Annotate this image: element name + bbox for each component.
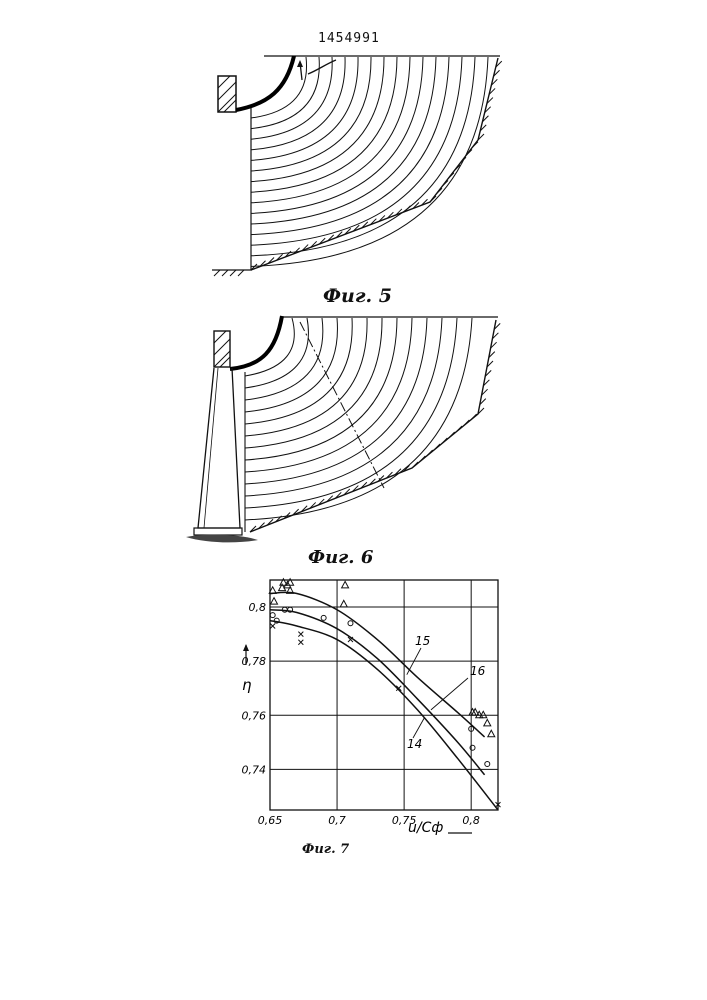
x-tick-label: 0,65 (258, 814, 283, 827)
figure-7-chart: 0,650,70,750,80,740,760,780,8 151614 η u… (230, 575, 520, 837)
fig6-streamline (245, 318, 308, 388)
chart-curve-labels: 15 16 14 (407, 634, 486, 751)
fig5-streamlines (251, 57, 488, 266)
fig5-block (218, 76, 236, 112)
fig6-streamline (245, 318, 367, 436)
fig5-streamline (251, 57, 475, 256)
fig6-streamline (245, 318, 382, 448)
curve-label: 14 (407, 737, 422, 751)
curve-label: 16 (470, 664, 486, 678)
point-triangle (488, 730, 495, 737)
y-tick-label: 0,8 (249, 601, 267, 614)
x-tick-label: 0,8 (462, 814, 480, 827)
y-tick-label: 0,74 (242, 763, 267, 776)
fig5-streamline (251, 57, 410, 203)
point-triangle (340, 600, 347, 607)
point-circle (321, 615, 326, 620)
fig6-shroud (230, 316, 282, 369)
chart-tick-labels: 0,650,70,750,80,740,760,780,8 (242, 601, 480, 827)
fig5-streamline (251, 57, 345, 150)
figure-5-drawing (0, 0, 707, 300)
point-circle (485, 762, 490, 767)
figure-7-caption: Фиг. 7 (302, 842, 349, 857)
point-cross (298, 640, 303, 645)
point-triangle (342, 581, 349, 588)
fig5-shroud (236, 56, 294, 110)
y-tick-label: 0,78 (242, 655, 267, 668)
y-axis-label: η (242, 676, 252, 694)
fig6-streamline (245, 318, 352, 424)
chart-points (269, 579, 500, 807)
point-triangle (271, 598, 278, 605)
point-circle (348, 621, 353, 626)
x-axis-label: u/Cф (408, 820, 443, 836)
x-tick-label: 0,7 (328, 814, 346, 827)
fig6-outer-wall (250, 320, 496, 532)
point-triangle (484, 719, 491, 726)
series-curve-16 (270, 610, 485, 775)
figure-6-drawing (0, 300, 707, 550)
fig5-streamline (251, 57, 319, 129)
y-tick-label: 0,76 (242, 709, 267, 722)
curve-label: 15 (415, 634, 430, 648)
fig5-streamline (251, 57, 384, 182)
point-circle (270, 613, 275, 618)
fig5-streamline (251, 57, 358, 160)
point-cross (298, 632, 303, 637)
point-cross (270, 624, 275, 629)
fig6-streamline (245, 318, 397, 460)
fig6-strut (198, 368, 240, 528)
figure-6-caption: Фиг. 6 (308, 547, 373, 568)
chart-curves (270, 592, 498, 810)
